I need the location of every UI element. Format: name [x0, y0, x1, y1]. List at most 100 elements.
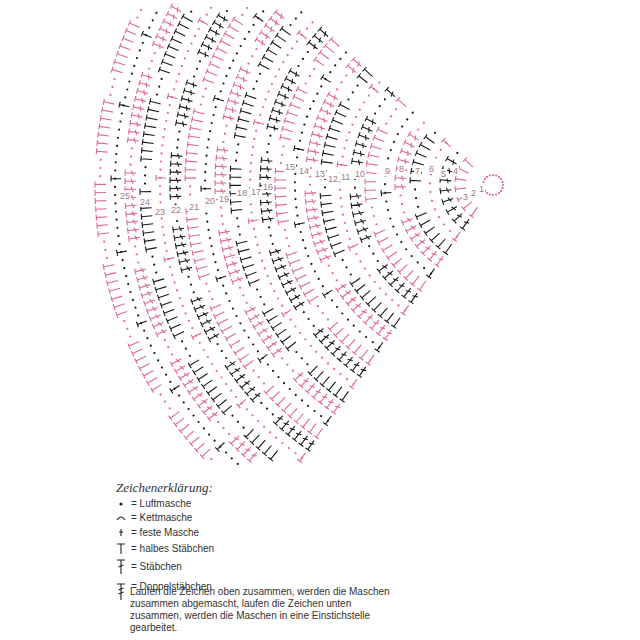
chain-dot: [258, 376, 260, 378]
stitch-symbol: [230, 166, 241, 172]
chain-dot: [189, 194, 191, 196]
chain-dot: [320, 415, 322, 417]
stitch-symbol: [215, 172, 226, 178]
chain-dot: [215, 106, 217, 108]
stitch-symbol: [235, 442, 245, 452]
round-number-holder: 9: [384, 160, 391, 178]
chain-dot: [417, 128, 419, 130]
chain-dot: [159, 201, 161, 203]
chain-dot: [387, 157, 389, 159]
chain-dot: [269, 135, 271, 137]
stitch-symbol: [239, 66, 250, 74]
stitch-symbol: [229, 340, 240, 348]
chain-dot: [333, 368, 335, 370]
legend-text-holder: = halbes Stäbchen: [131, 543, 214, 555]
stitch-symbol: [375, 342, 383, 352]
chain-dot: [143, 330, 145, 332]
chain-dot: [222, 82, 224, 84]
stitch-symbol: [365, 179, 376, 185]
stitch-symbol: [125, 28, 136, 35]
chain-dot: [171, 274, 173, 276]
chain-dot: [187, 408, 189, 410]
chain-dot: [265, 98, 267, 100]
stitch-symbol: [185, 175, 196, 181]
stitch-symbol: [198, 17, 208, 25]
chain-dot: [243, 329, 245, 331]
chain-dot: [372, 253, 374, 255]
stitch-symbol: [181, 96, 192, 104]
stitch-symbol: [417, 281, 426, 292]
chain-dot: [297, 65, 299, 67]
chain-dot: [232, 308, 234, 310]
stitch-symbol: [240, 381, 251, 390]
stitch-symbol: [402, 288, 411, 298]
stitch-symbol: [208, 334, 219, 342]
stitch-symbol: [166, 11, 177, 20]
chain-dot: [161, 367, 163, 369]
legend-text: = Doppelstäbchen: [131, 581, 212, 593]
stitch-symbol: [270, 392, 280, 402]
chain-dot: [157, 359, 159, 361]
stitch-symbol: [434, 256, 443, 267]
stitch-symbol: [261, 200, 272, 206]
chain-dot: [372, 341, 374, 343]
stitch-symbol: [141, 156, 152, 162]
stitch-symbol: [160, 302, 171, 309]
chain-dot: [217, 343, 219, 345]
stitch-symbol: [137, 88, 148, 96]
stitch-symbol: [238, 354, 249, 363]
stitch-symbol: [271, 348, 282, 357]
stitch-symbol: [391, 258, 402, 267]
chain-dot: [334, 64, 336, 66]
stitch-symbol: [201, 186, 211, 192]
chain-dot: [154, 52, 156, 54]
chain-dot: [429, 191, 431, 193]
stitch-symbol: [177, 112, 188, 119]
stitch-symbol: [191, 117, 202, 123]
round-number: 14: [298, 166, 310, 176]
stitch-symbol: [125, 170, 136, 176]
round-number: 15: [284, 162, 296, 172]
stitch-symbol: [319, 255, 330, 262]
stitch-symbol: [308, 366, 318, 376]
chain-dot: [281, 442, 283, 444]
stitch-symbol: [260, 166, 271, 172]
round-number: 1: [478, 184, 485, 194]
stitch-symbol: [173, 332, 184, 339]
stitch-symbol: [183, 88, 194, 96]
stitch-symbol: [164, 51, 175, 58]
chain-dot: [306, 363, 308, 365]
stitch-symbol: [152, 41, 163, 49]
chain-dot: [352, 91, 354, 93]
stitch-symbol: [211, 393, 222, 402]
stitch-symbol: [281, 280, 292, 288]
stitch-symbol: [217, 13, 228, 22]
chain-dot: [486, 176, 488, 178]
stitch-symbol: [335, 110, 346, 117]
stitch-symbol: [190, 125, 201, 131]
chain-dot: [241, 14, 243, 16]
chain-dot: [221, 350, 223, 352]
stitch-symbol: [350, 194, 361, 200]
stitch-symbol: [109, 288, 120, 294]
chain-dot: [150, 345, 152, 347]
chain-dot: [397, 133, 399, 135]
stitch-symbol: [229, 436, 239, 446]
chain-dot: [211, 245, 213, 247]
stitch-symbol: [125, 178, 136, 184]
stitch-symbol: [362, 67, 372, 77]
stitch-symbol: [174, 29, 185, 37]
stitch-symbol: [294, 414, 303, 424]
stitch-symbol: [187, 141, 198, 147]
stitch-symbol: [209, 61, 220, 68]
chain-dot: [237, 463, 239, 465]
chain-dot: [429, 182, 431, 184]
chain-dot: [286, 364, 288, 366]
stitch-symbol: [339, 102, 350, 110]
stitch-symbol: [240, 257, 251, 263]
stitch-symbol: [332, 117, 343, 124]
chain-dot: [178, 395, 180, 397]
stitch-symbol: [170, 194, 181, 200]
stitch-symbol: [339, 334, 349, 344]
round-number: 22: [170, 205, 182, 215]
